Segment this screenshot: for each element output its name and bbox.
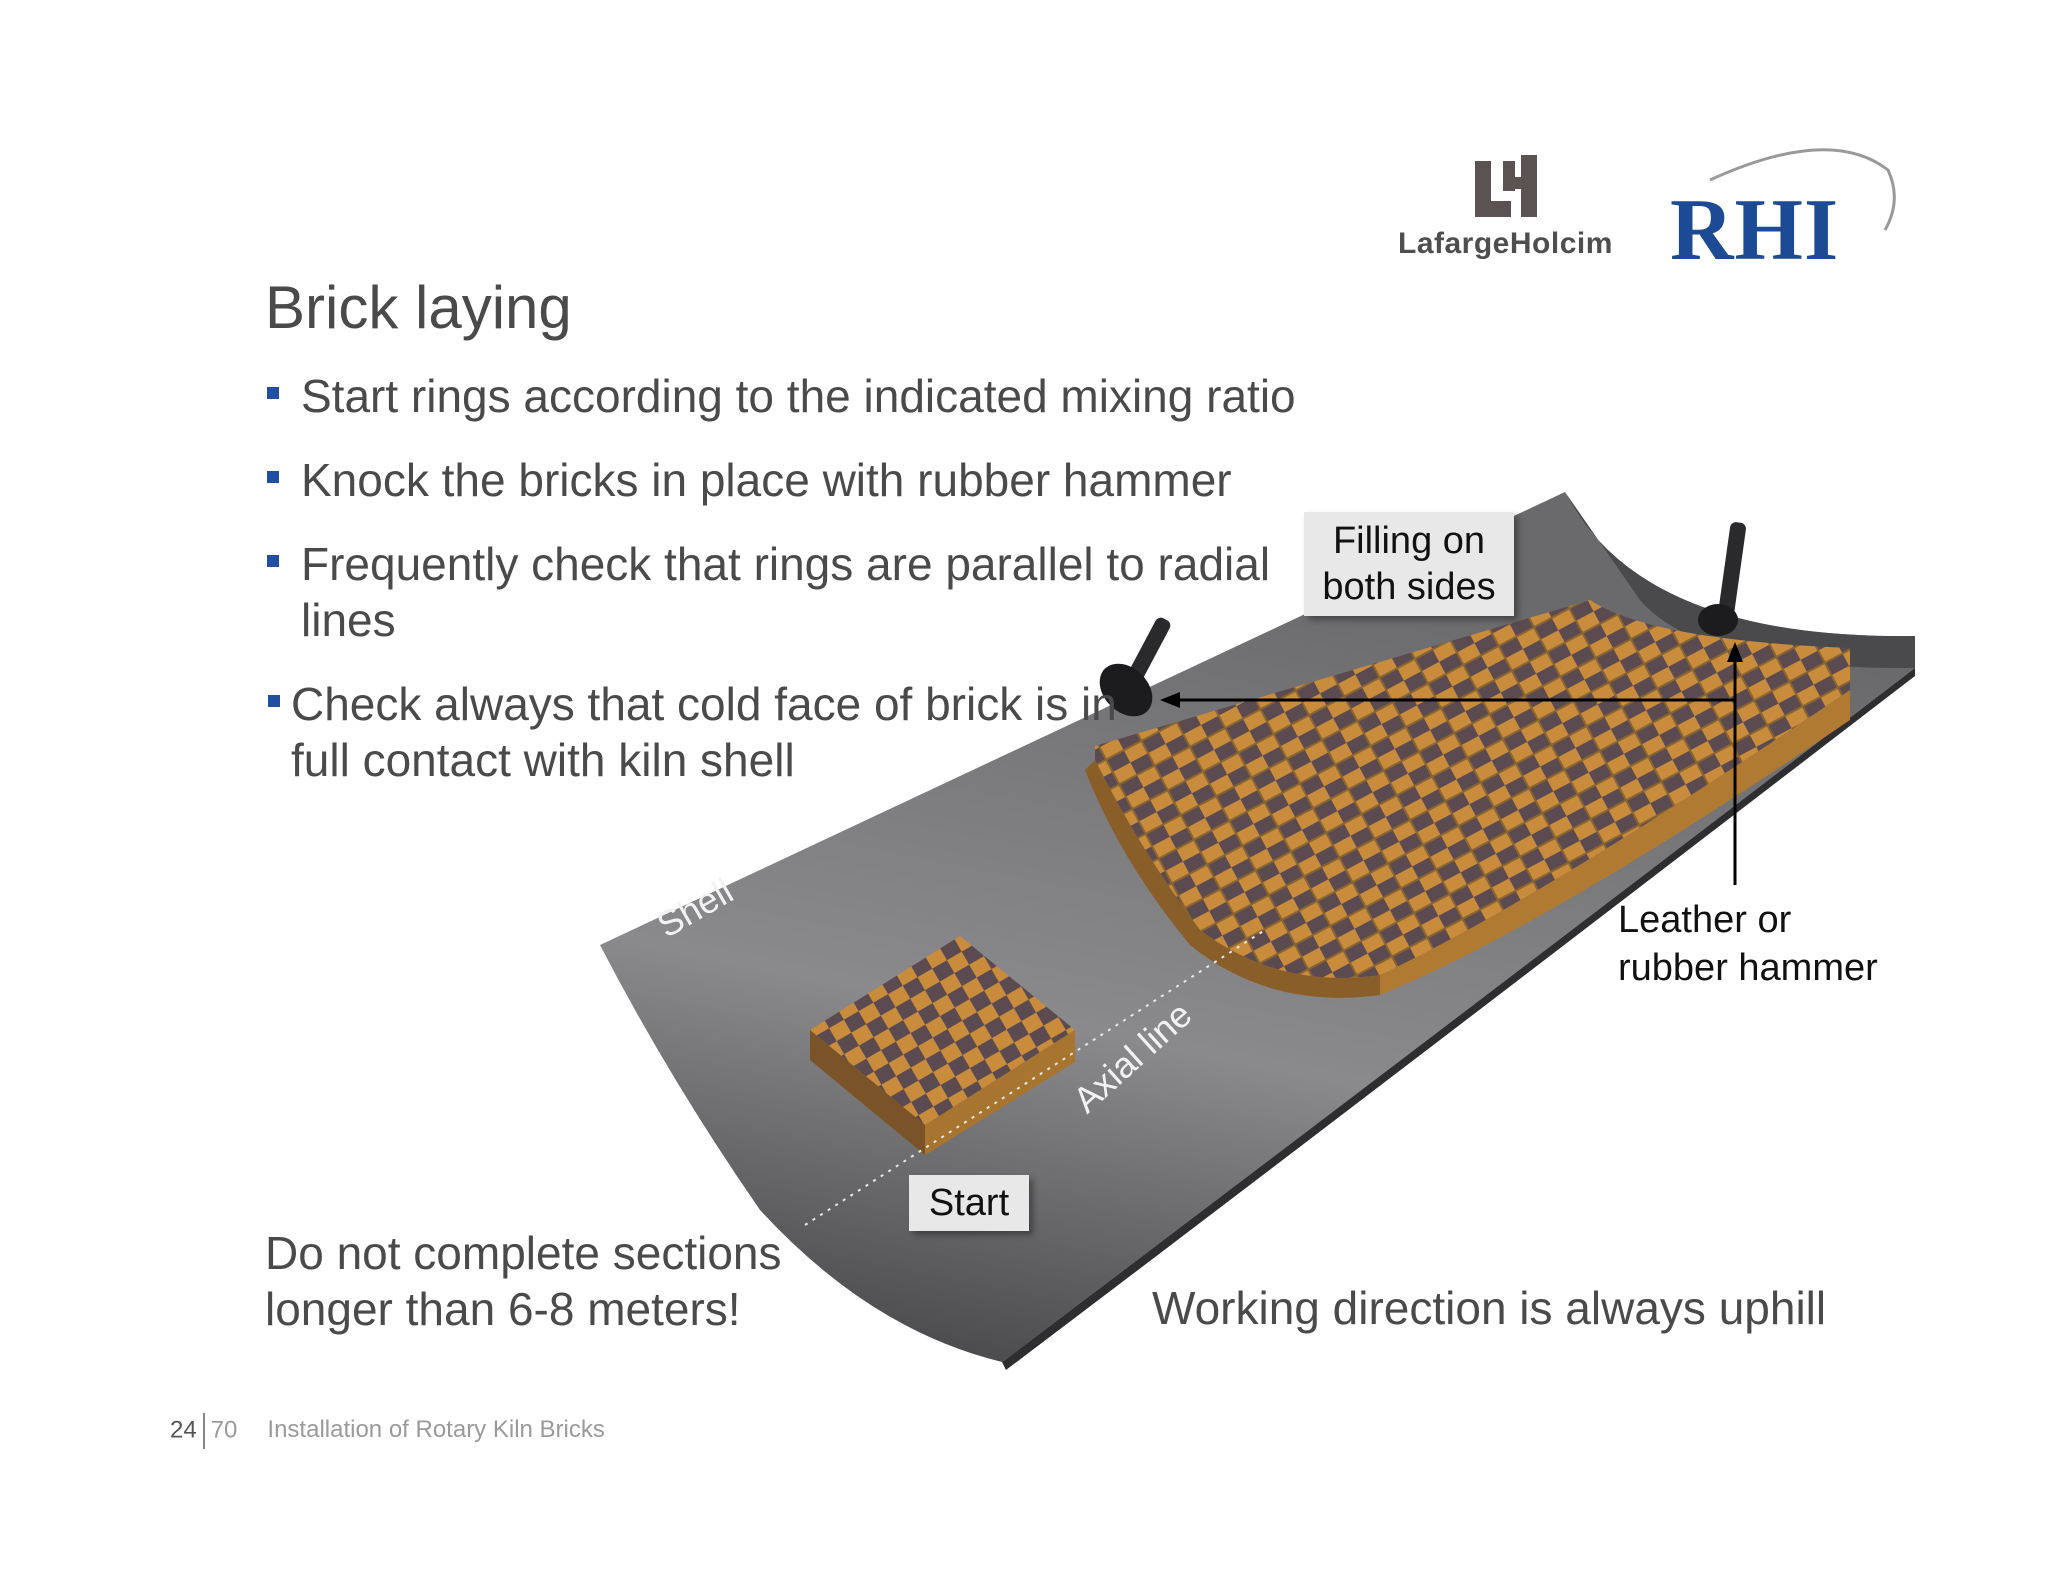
start-callout: Start [909,1175,1029,1231]
brick-lining [1095,600,1850,978]
rubber-hammer-left-icon [1099,617,1171,717]
bullet-item: Check always that cold face of brick is … [265,676,1131,788]
working-direction-note: Working direction is always uphill [1152,1282,1827,1334]
hammer-label: Leather or rubber hammer [1618,899,1878,989]
rhi-arc-icon [1709,148,1896,231]
filling-callout: Filling on both sides [1304,512,1514,616]
lafargeholcim-logo: LafargeHolcim [1398,155,1618,265]
bullet-item: Start rings according to the indicated m… [265,368,1296,424]
lafargeholcim-mark-icon [1475,155,1537,217]
rhi-wordmark: RHI [1670,182,1840,279]
section-length-warning: Do not complete sections longer than 6-8… [265,1227,782,1335]
rubber-hammer-right-icon [1698,522,1746,636]
lafargeholcim-wordmark: LafargeHolcim [1398,227,1613,260]
bullet-square-icon [267,471,279,483]
document-title: Installation of Rotary Kiln Bricks [267,1416,605,1444]
axial-line [804,929,1266,1226]
slide-title: Brick laying [265,274,572,341]
bullet-square-icon [267,555,279,567]
slide-footer: 24 70 Installation of Rotary Kiln Bricks [170,1413,605,1449]
bullet-square-icon [268,695,280,707]
page-total: 70 [210,1416,238,1444]
bullet-item: Frequently check that rings are parallel… [265,536,1331,648]
page-number: 24 [170,1416,197,1444]
rhi-logo: RHI [1670,140,1900,279]
bullet-item: Knock the bricks in place with rubber ha… [265,452,1232,508]
bullet-square-icon [267,387,279,399]
page-separator [202,1413,205,1449]
brick-stack [810,936,1075,1125]
